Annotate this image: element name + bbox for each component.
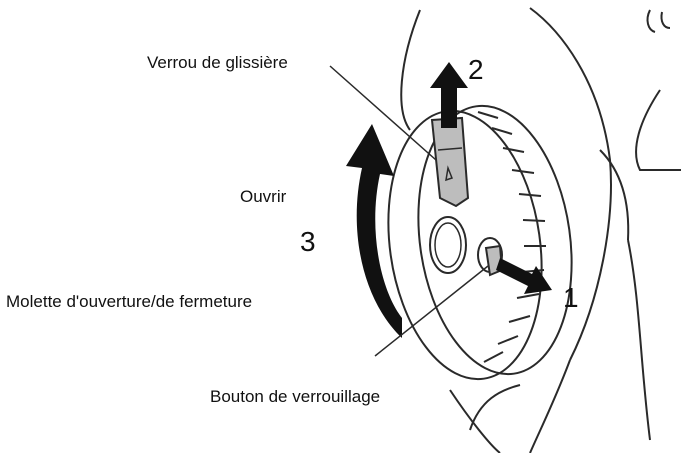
dial-knurling: [477, 111, 546, 363]
label-lock-button: Bouton de verrouillage: [210, 387, 381, 406]
leader-line-lock-button: [374, 265, 489, 357]
step-number-1: 1: [563, 282, 579, 313]
device-housing: [400, 7, 681, 453]
open-close-dial: [387, 104, 573, 381]
arrow-up-icon: [430, 62, 468, 128]
arrow-right-icon: [496, 258, 552, 294]
leader-lines: [329, 65, 489, 357]
step-number-2: 2: [468, 54, 484, 85]
step-number-3: 3: [300, 226, 316, 257]
curved-arrow-icon: [346, 124, 402, 338]
dial-center-ring: [429, 216, 467, 274]
slide-lock-symbol-icon: [445, 165, 453, 182]
label-dial: Molette d'ouverture/de fermeture: [6, 292, 253, 311]
label-open: Ouvrir: [240, 187, 287, 206]
label-slide-lock: Verrou de glissière: [147, 53, 288, 72]
leader-line-slide-lock: [329, 65, 437, 161]
